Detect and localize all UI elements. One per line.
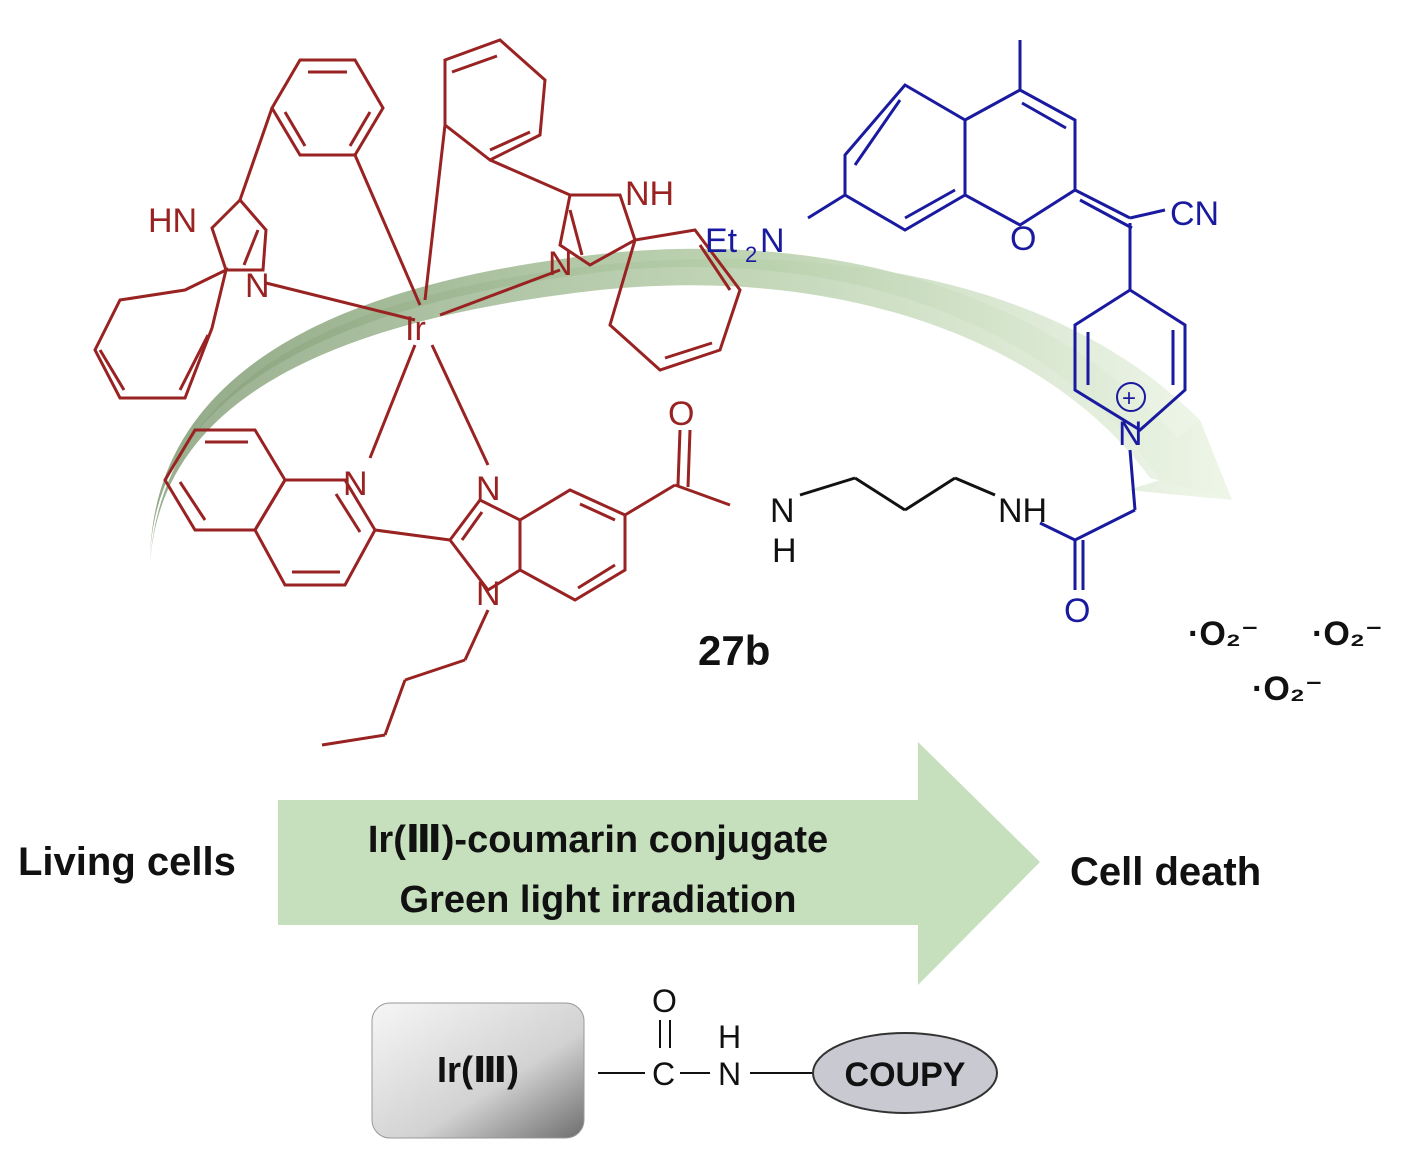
carbonyl-o-label: O	[668, 395, 694, 433]
schematic-amide-n: N	[718, 1056, 741, 1092]
amide-h-label: H	[772, 532, 797, 570]
compound-label: 27b	[698, 627, 770, 674]
conjugate-schematic: Ir(Ⅲ) O C H N COUPY	[371, 983, 998, 1139]
nh-right-label: NH	[625, 175, 674, 213]
energy-transfer-arrow	[150, 248, 1232, 566]
superoxide-radical-3: ·O₂⁻	[1252, 670, 1323, 708]
propyl-linker	[799, 476, 996, 512]
coupy-label: COUPY	[845, 1056, 966, 1094]
process-end-label: Cell death	[1070, 850, 1261, 894]
linker-labels: N H NH	[770, 492, 1047, 570]
n-bzim-top-label: N	[476, 470, 501, 508]
coupy-ellipse	[812, 1032, 998, 1114]
schematic-carbonyl-c: C	[652, 1056, 675, 1092]
n-left-label: N	[245, 267, 270, 305]
pyridinium-n-label: N	[1118, 415, 1143, 453]
et-n-label: N	[760, 222, 785, 260]
et-subscript-label: 2	[745, 242, 757, 267]
ir-box	[371, 1002, 585, 1139]
n-quinoline-label: N	[343, 465, 368, 503]
hn-left-label: HN	[148, 202, 197, 240]
n-bzim-bottom-label: N	[476, 575, 501, 613]
superoxide-radicals: ·O₂⁻ ·O₂⁻ ·O₂⁻	[1188, 615, 1383, 708]
process-arrow-line1: Ir(Ⅲ)-coumarin conjugate	[368, 819, 828, 861]
cn-group-label: CN	[1170, 195, 1219, 233]
ir-box-label: Ir(Ⅲ)	[437, 1049, 519, 1090]
coumarin-dye	[807, 40, 1187, 590]
process-arrow	[278, 742, 1040, 985]
superoxide-radical-1: ·O₂⁻	[1188, 615, 1259, 653]
n-right-label: N	[548, 245, 573, 283]
process-start-label: Living cells	[18, 840, 236, 884]
coumarin-labels: O CN N + O Et 2 N	[705, 195, 1219, 630]
nh-linker-label: NH	[998, 492, 1047, 530]
pyran-o-label: O	[1010, 220, 1036, 258]
pyridinium-charge-label: +	[1122, 385, 1136, 412]
schematic-amide-h: H	[718, 1019, 741, 1055]
schematic-carbonyl-o: O	[652, 983, 677, 1019]
iridium-labels: Ir HN N NH N N N N O	[148, 175, 694, 613]
process-arrow-line2: Green light irradiation	[400, 879, 797, 921]
superoxide-radical-2: ·O₂⁻	[1312, 615, 1383, 653]
amide-n-label: N	[770, 492, 795, 530]
iridium-complex	[93, 38, 742, 747]
iridium-center-label: Ir	[405, 310, 426, 348]
carbonyl-o2-label: O	[1064, 592, 1090, 630]
et-group-label: Et	[705, 222, 738, 260]
